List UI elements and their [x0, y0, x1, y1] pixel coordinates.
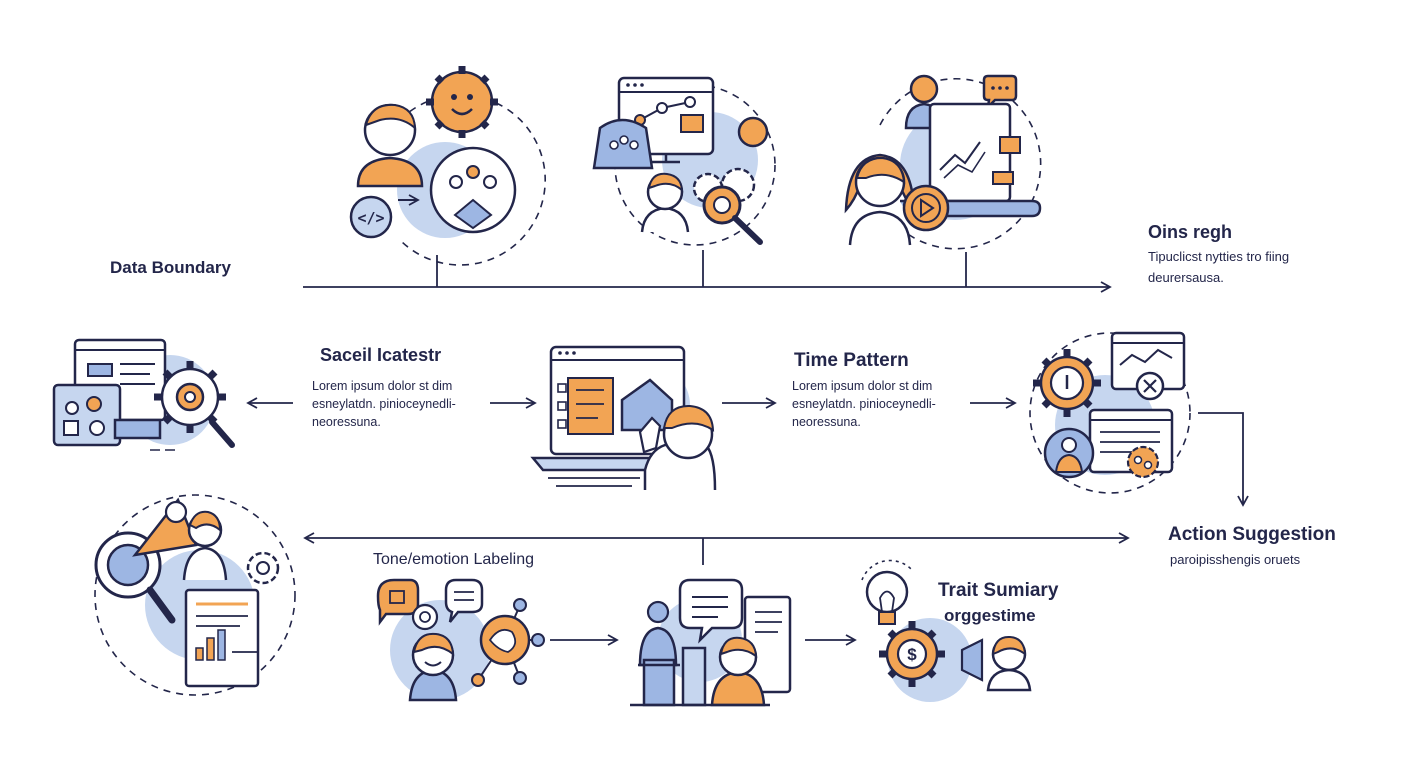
search-report-icon: [94, 494, 296, 696]
dashboard-gear-icon: [52, 338, 235, 451]
step2-title: Time Pattern: [794, 350, 909, 371]
data-boundary-label: Data Boundary: [110, 258, 231, 277]
step1-title: Saceil Icatestr: [320, 345, 442, 365]
svg-text:</>: </>: [357, 209, 384, 227]
team-gear-icon: </>: [349, 66, 546, 266]
svg-text:$: $: [907, 645, 917, 664]
top-right-text-2: deurersausa.: [1148, 270, 1224, 285]
action-suggestion-title: Action Suggestion: [1168, 524, 1336, 545]
top-right-title: Oins regh: [1148, 222, 1233, 242]
analytics-screen-icon: [592, 76, 776, 246]
video-presenter-icon: [844, 74, 1042, 250]
gear-checklist-icon: [1029, 331, 1191, 494]
top-right-text-1: Tipuclicst nytties tro fiing: [1148, 249, 1290, 264]
emotion-network-icon: [376, 578, 545, 702]
tone-emotion-label: Tone/emotion Labeling: [373, 551, 535, 568]
trait-summary-subtitle: orggestime: [944, 606, 1036, 625]
laptop-person-icon: [530, 345, 717, 491]
right-elbow-arrow: [1198, 412, 1249, 507]
idea-money-icon: $: [861, 559, 1032, 702]
trait-summary-title: Trait Sumiary: [938, 580, 1059, 601]
step1-text: Lorem ipsum dolor st dim esneylatdn. pin…: [312, 379, 456, 429]
step2-text: Lorem ipsum dolor st dim esneylatdn. pin…: [792, 379, 936, 429]
connectors: [246, 250, 1249, 646]
action-suggestion-text: paroipisshengis oruets: [1170, 552, 1301, 567]
chat-podium-icon: [630, 578, 792, 707]
